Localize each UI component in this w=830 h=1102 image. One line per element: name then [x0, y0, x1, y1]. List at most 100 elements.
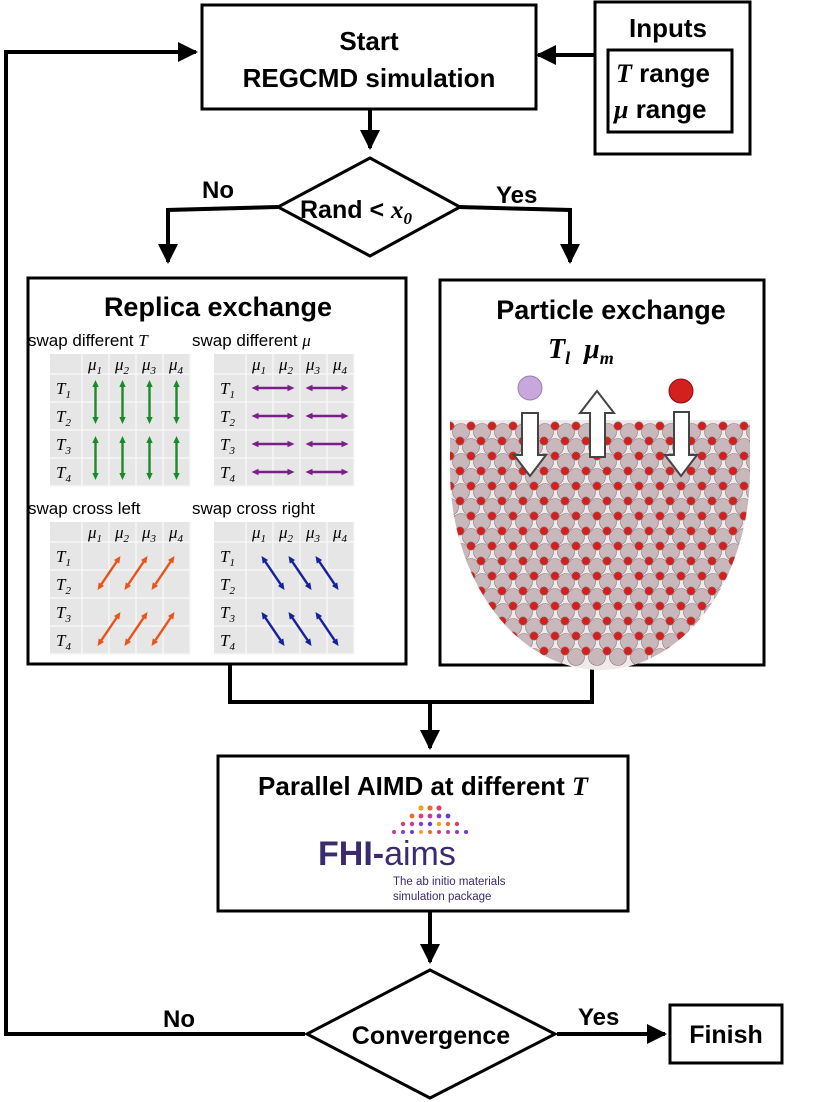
atom [634, 451, 644, 461]
atom [655, 421, 665, 431]
atom [497, 586, 507, 596]
atom [455, 466, 465, 476]
atom [707, 556, 717, 566]
atom [634, 511, 644, 521]
connectors [4, 42, 667, 1044]
decision-random-label: Rand < x0 [300, 196, 413, 228]
atom [665, 616, 675, 626]
atom [518, 496, 528, 506]
atom [771, 587, 779, 595]
atom [665, 466, 675, 476]
atom [588, 648, 606, 666]
parallel-aimd-title: Parallel AIMD at different T [258, 771, 589, 801]
replica-panel-label: swap cross left [28, 499, 141, 518]
atom [539, 496, 549, 506]
logo-dot [401, 830, 405, 834]
atom [487, 511, 497, 521]
atom [697, 571, 707, 581]
logo-dot [436, 821, 442, 827]
decision-convergence-label: Convergence [352, 1022, 510, 1050]
inputs-t-range: T range [616, 58, 710, 88]
atom [665, 526, 675, 536]
atom [539, 586, 549, 596]
logo-dot [446, 830, 450, 834]
atom [771, 527, 779, 535]
atom [686, 586, 696, 596]
atom [450, 421, 455, 431]
atom [508, 601, 518, 611]
inputs-mu-range: μ range [612, 94, 707, 124]
atom [718, 451, 728, 461]
atom [571, 511, 581, 521]
atom [718, 541, 728, 551]
atom [539, 466, 549, 476]
atom [508, 421, 518, 431]
atom [497, 556, 507, 566]
atom [602, 466, 612, 476]
atom [455, 496, 465, 506]
atom [746, 483, 750, 501]
atom [676, 601, 686, 611]
logo-dot [464, 830, 468, 834]
atom [644, 436, 654, 446]
fhi-aims-dots [392, 805, 468, 834]
atom [728, 526, 738, 536]
atom [487, 541, 497, 551]
swap-arrow-icon [251, 440, 295, 448]
atom [560, 496, 570, 506]
atom [644, 586, 654, 596]
atom [466, 421, 476, 431]
atom [697, 421, 707, 431]
start-title: Start [339, 26, 399, 56]
atom [655, 511, 665, 521]
atom [644, 496, 654, 506]
atom [550, 451, 560, 461]
atom [623, 436, 633, 446]
atom [487, 451, 497, 461]
atom [550, 421, 560, 431]
atom [571, 451, 581, 461]
atom [718, 481, 728, 491]
atom [602, 556, 612, 566]
logo-dot [454, 821, 460, 827]
atom [739, 451, 749, 461]
atom [571, 631, 581, 641]
atom [581, 496, 591, 506]
atom [581, 586, 591, 596]
atom [560, 616, 570, 626]
atom [686, 496, 696, 506]
atom [518, 586, 528, 596]
logo-dot [392, 830, 396, 834]
fhi-aims-logo: FHI-aims The ab initio materials simulat… [318, 805, 506, 903]
atom [609, 648, 627, 666]
atom [697, 541, 707, 551]
atom [644, 646, 654, 656]
swap-arrow-icon [251, 384, 295, 392]
swap-arrow-icon [305, 468, 349, 476]
atom [581, 616, 591, 626]
swap-arrow-icon [124, 612, 148, 646]
swap-arrow-icon [315, 556, 339, 590]
atom [550, 481, 560, 491]
atom [707, 526, 717, 536]
inputs-title: Inputs [629, 13, 707, 43]
fhi-aims-tagline-2: simulation package [393, 891, 491, 903]
atom [697, 601, 707, 611]
atom [560, 586, 570, 596]
atom [560, 526, 570, 536]
start-box: Start REGCMD simulation [200, 3, 538, 111]
logo-dot [418, 821, 424, 827]
atom [539, 646, 549, 656]
atom [560, 646, 570, 656]
atom [592, 571, 602, 581]
atom [476, 436, 486, 446]
atom [686, 526, 696, 536]
atom [749, 466, 750, 476]
decision-random-no: No [202, 177, 234, 204]
atom [602, 496, 612, 506]
atom [529, 481, 539, 491]
atom [655, 541, 665, 551]
